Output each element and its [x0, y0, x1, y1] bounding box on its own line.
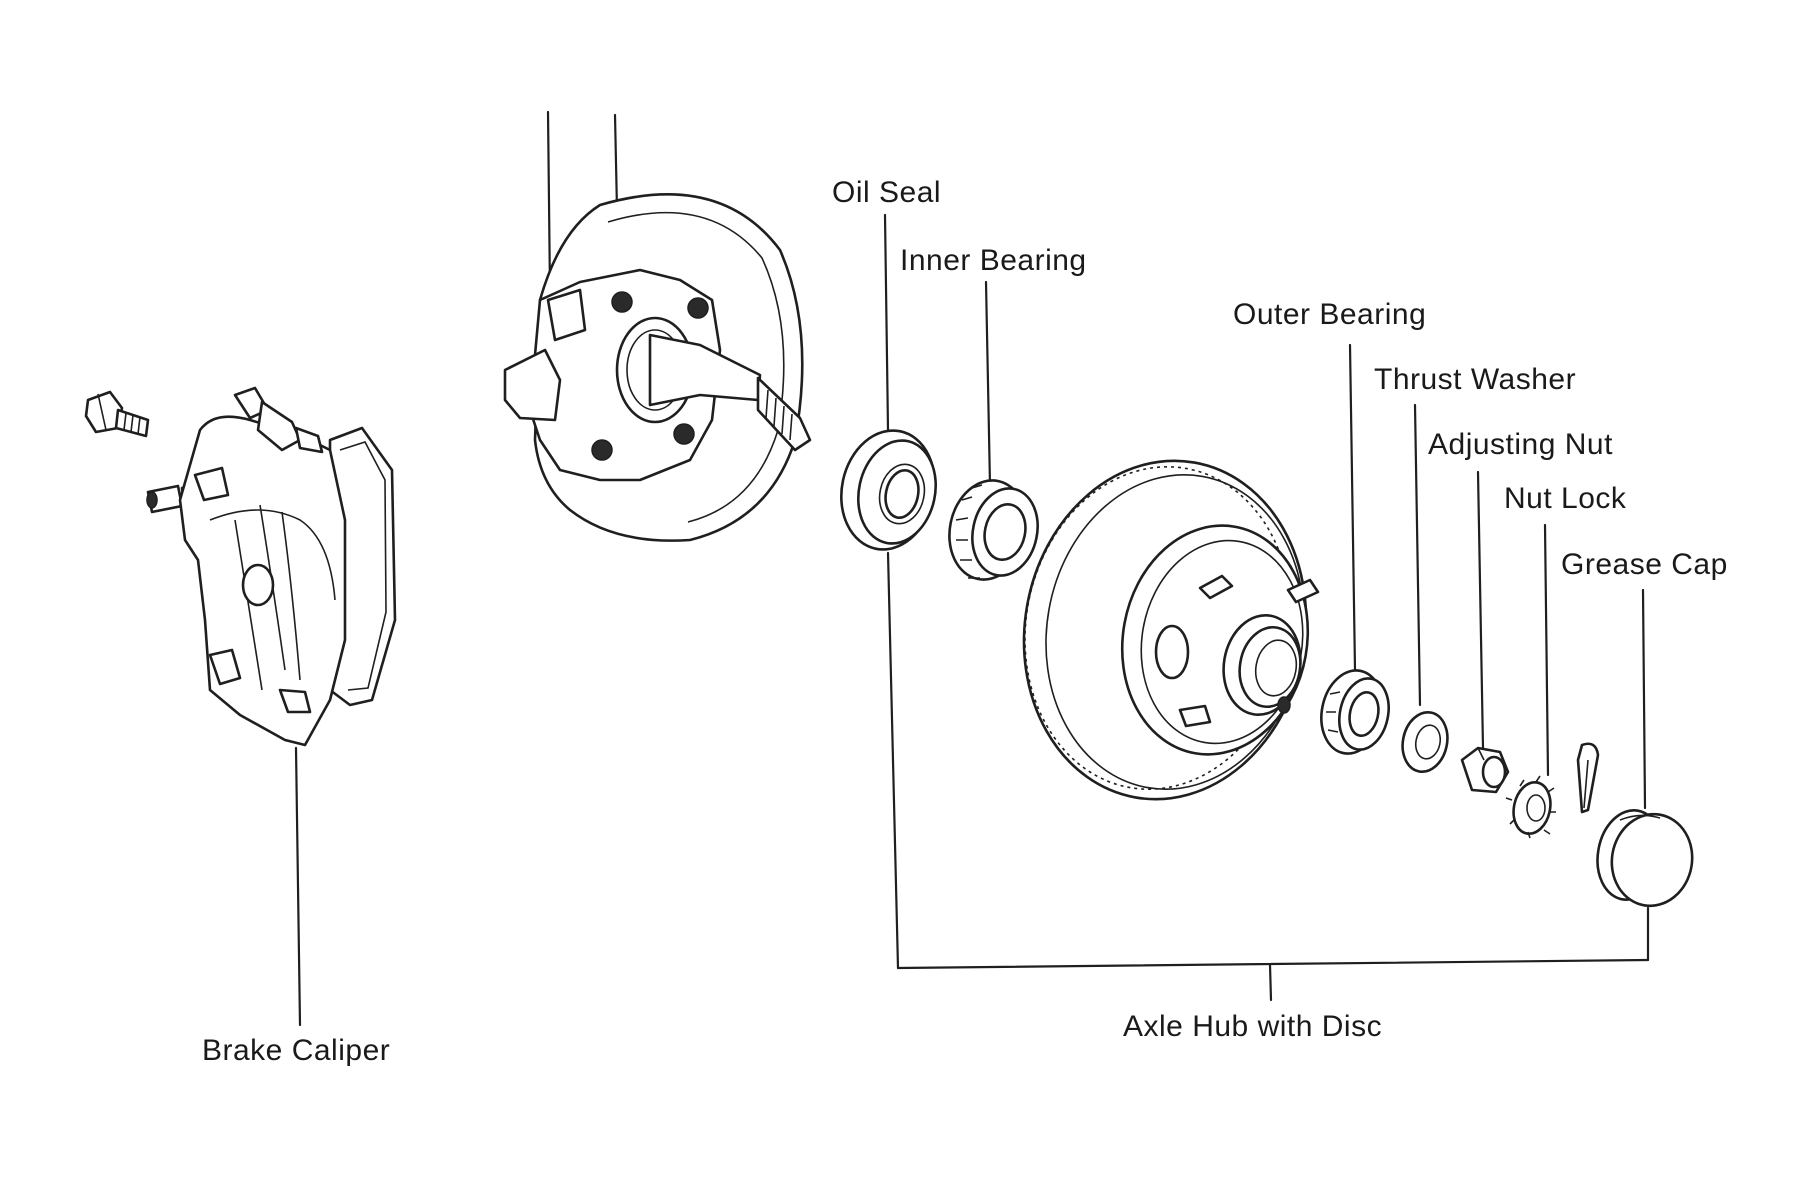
- adjusting-nut: [1460, 746, 1510, 794]
- inner-bearing: [948, 479, 1039, 581]
- label-inner-bearing: Inner Bearing: [900, 244, 1087, 277]
- steering-knuckle: [503, 193, 812, 542]
- cotter-pin: [1576, 742, 1600, 814]
- thrust-washer: [1401, 711, 1449, 773]
- label-nut-lock: Nut Lock: [1504, 482, 1627, 515]
- label-adjusting-nut: Adjusting Nut: [1428, 428, 1613, 461]
- leader-lines: [294, 110, 1650, 1027]
- label-grease-cap: Grease Cap: [1561, 548, 1728, 581]
- oil-seal: [840, 429, 938, 551]
- bolt: [84, 390, 150, 438]
- outer-bearing: [1320, 669, 1390, 755]
- brake-caliper: [178, 386, 397, 747]
- label-oil-seal: Oil Seal: [832, 176, 942, 209]
- label-brake-caliper: Brake Caliper: [202, 1034, 391, 1067]
- label-outer-bearing: Outer Bearing: [1233, 298, 1427, 331]
- nut-lock: [1505, 775, 1556, 839]
- grease-cap: [1596, 809, 1694, 908]
- label-axle-hub-with-disc: Axle Hub with Disc: [1123, 1010, 1383, 1043]
- axle-hub-disc: [1022, 459, 1320, 801]
- label-thrust-washer: Thrust Washer: [1374, 363, 1577, 396]
